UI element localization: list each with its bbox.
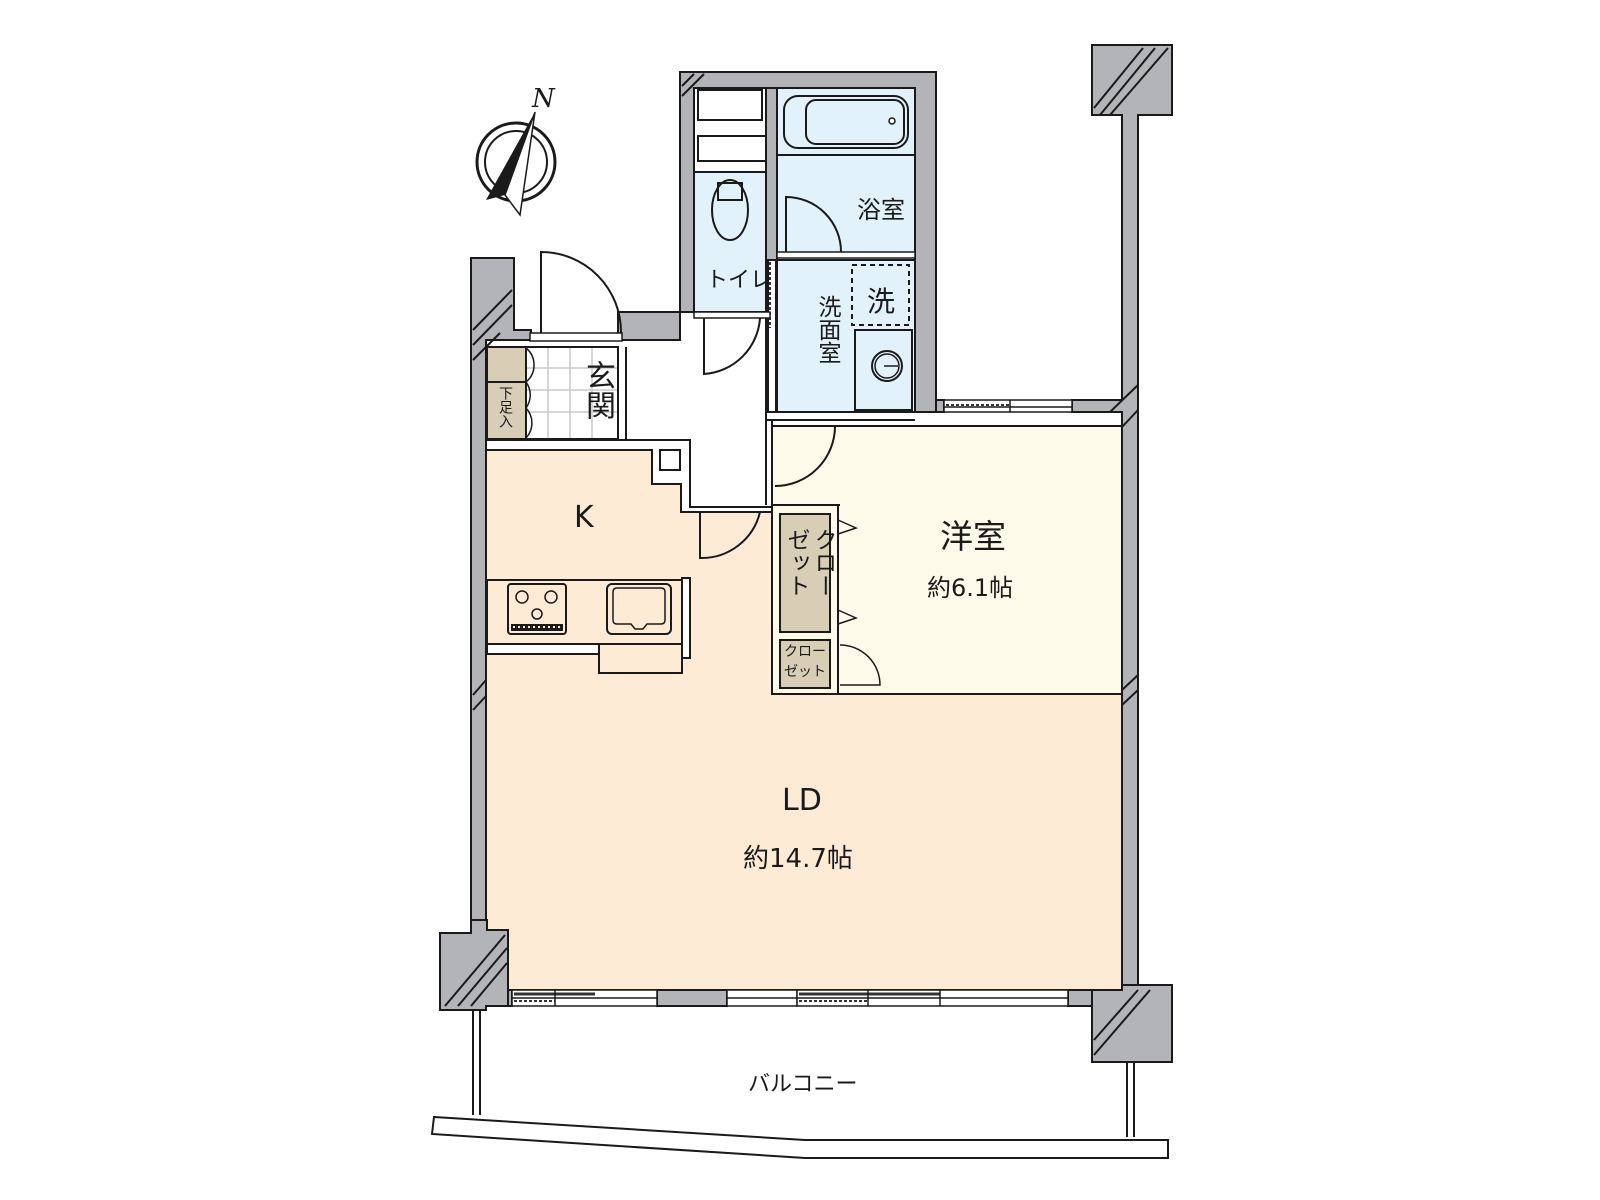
bottom-right-column xyxy=(1091,984,1173,1063)
toilet-shelf xyxy=(697,135,767,162)
western-room-label: 洋室 xyxy=(940,517,1006,556)
closet-large-label-col1: クロー xyxy=(810,528,836,597)
washroom-label: 洗面室 xyxy=(814,295,840,364)
entrance-tile-grid xyxy=(527,347,627,440)
shoe-box-label: 下足入 xyxy=(497,386,513,428)
closet-small xyxy=(779,639,831,689)
bottom-pier xyxy=(656,989,728,1007)
bathtub xyxy=(783,95,909,149)
service-wall xyxy=(617,71,937,413)
kitchen-sink xyxy=(606,583,672,635)
toilet-label: トイレ xyxy=(706,268,773,293)
kitchen-label: K xyxy=(574,500,594,535)
right-wall xyxy=(1071,44,1173,991)
closet-large-label-col2: ゼット xyxy=(783,528,809,597)
windows xyxy=(511,399,1073,1007)
closet-large xyxy=(779,513,831,633)
fixtures xyxy=(486,89,915,694)
bottom-left-column xyxy=(439,919,509,1011)
wash-basin-counter xyxy=(854,329,913,411)
closet-small-label-line2: ゼット xyxy=(784,664,826,680)
shoe-box xyxy=(486,346,527,440)
closet-small-label-line1: クロー xyxy=(784,644,826,660)
western-room-area: 約6.1帖 xyxy=(927,574,1014,602)
living-dining-label: LD xyxy=(782,783,822,818)
compass-north-label: N xyxy=(532,84,555,114)
toilet-bowl xyxy=(711,179,749,241)
small-cabinet xyxy=(659,449,681,471)
doors xyxy=(525,195,916,686)
walls xyxy=(439,44,1173,1063)
living-dining-area: 約14.7帖 xyxy=(743,844,853,874)
washer-space xyxy=(851,264,910,326)
toilet-bath-partition xyxy=(765,87,778,261)
compass-icon xyxy=(475,111,557,217)
entrance-label: 玄関 xyxy=(580,360,615,420)
balcony-label: バルコニー xyxy=(748,1072,858,1097)
kitchen-bar xyxy=(598,643,683,674)
storage-shelf xyxy=(697,89,763,121)
washer-label: 洗 xyxy=(867,285,896,318)
bathroom-label: 浴室 xyxy=(857,196,905,224)
balcony-railing xyxy=(430,1115,1169,1159)
balcony xyxy=(430,1010,1169,1159)
